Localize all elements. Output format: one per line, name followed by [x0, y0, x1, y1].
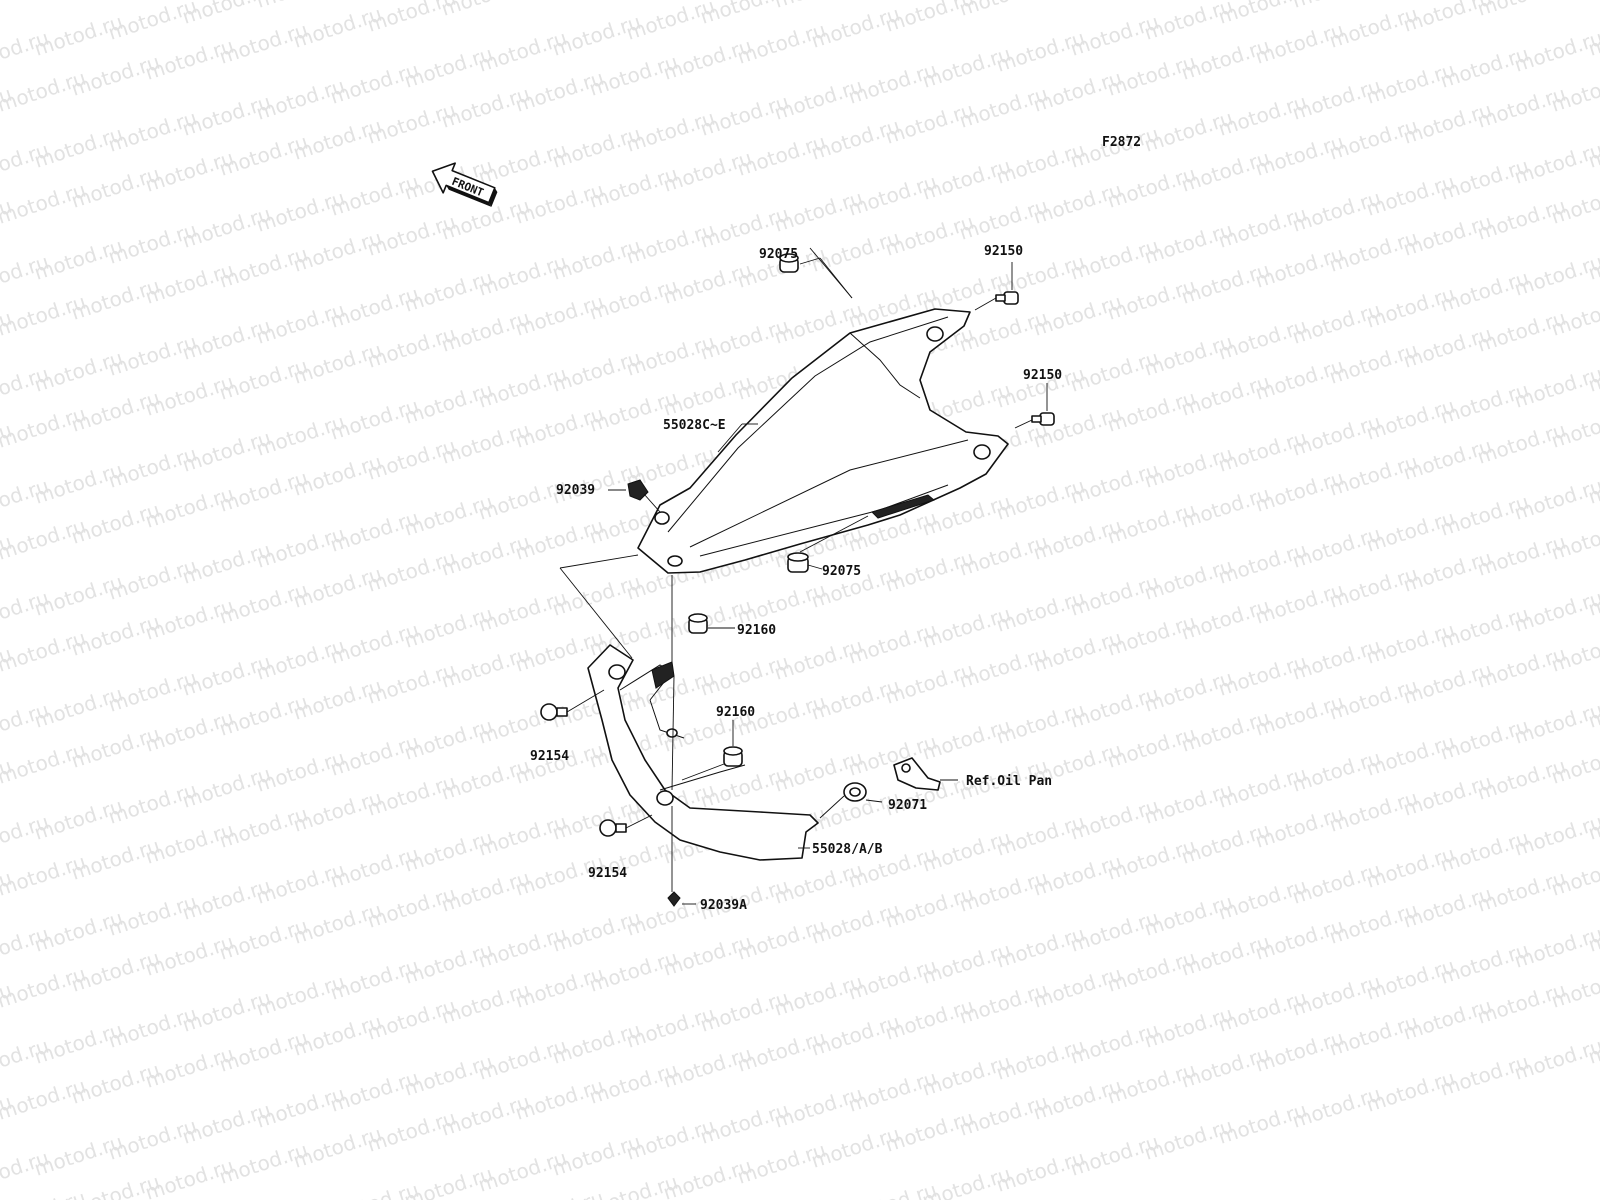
watermark-text: motod.ru [1511, 26, 1600, 77]
watermark-text: motod.ru [1548, 290, 1600, 341]
grommet-92160-a [688, 613, 708, 634]
watermark-text: motod.ru [771, 0, 866, 13]
watermark-text: motod.ru [1548, 514, 1600, 565]
label-92150-top: 92150 [984, 244, 1023, 259]
leader-lines [559, 247, 1048, 905]
label-92075-top: 92075 [759, 247, 798, 262]
watermark-text: motod.ru [1548, 738, 1600, 789]
watermark-text: motod.ru [771, 1194, 866, 1200]
bolt-92150-mid [1031, 412, 1055, 426]
label-55028c: 55028C~E [663, 418, 726, 433]
label-92160-b: 92160 [716, 705, 755, 720]
watermark-text: motod.ru [512, 0, 607, 5]
watermark-text: motod.ru [1511, 1034, 1600, 1085]
watermark-text: motod.ru [1548, 626, 1600, 677]
watermark-text: motod.ru [1548, 178, 1600, 229]
grommet-92075-top [779, 253, 799, 273]
watermark-text: motod.ru [1548, 402, 1600, 453]
watermark-text: motod.ru [1511, 922, 1600, 973]
watermark-text: motod.ru [1511, 586, 1600, 637]
watermark-text: motod.ru [1548, 66, 1600, 117]
figure-code: F2872 [1102, 135, 1141, 150]
watermark-text: motod.ru [1511, 474, 1600, 525]
watermark-text: motod.ru [1511, 250, 1600, 301]
clip-92039a [667, 891, 681, 907]
grommet-92071 [843, 782, 867, 802]
label-92154-b: 92154 [588, 866, 627, 881]
watermark-text: motod.ru [1289, 0, 1384, 13]
bolt-92150-top [995, 291, 1019, 305]
watermark-text: motod.ru [1548, 850, 1600, 901]
grommet-92160-b [723, 746, 743, 767]
label-92160-a: 92160 [737, 623, 776, 638]
part-labels: 92150 92075 92150 55028C~E 92039 92075 9… [530, 244, 1062, 913]
label-92039: 92039 [556, 483, 595, 498]
label-92039a: 92039A [700, 898, 747, 913]
label-ref-oil-pan: Ref.Oil Pan [966, 774, 1052, 789]
upper-cowl-part [637, 308, 1009, 574]
clip-92039 [627, 479, 649, 501]
watermark-text: motod.ru [1511, 138, 1600, 189]
grommet-92075-low [787, 552, 809, 573]
oil-pan-bracket [893, 757, 941, 791]
watermark-text: motod.ru [1548, 962, 1600, 1013]
front-arrow-icon: FRONT [431, 162, 498, 207]
watermark-text: motod.ru [1511, 810, 1600, 861]
watermark-text: motod.ru [253, 1194, 348, 1200]
watermark-text: motod.ru [1030, 0, 1125, 5]
label-92071: 92071 [888, 798, 927, 813]
lower-cowl-part [587, 644, 819, 861]
label-92154-a: 92154 [530, 749, 569, 764]
watermark-text: motod.ru [0, 0, 89, 5]
watermark-text: motod.ru [1511, 362, 1600, 413]
label-55028ab: 55028/A/B [812, 842, 883, 857]
label-92075-low: 92075 [822, 564, 861, 579]
label-92150-mid: 92150 [1023, 368, 1062, 383]
watermark-text: motod.ru [1548, 0, 1600, 5]
watermark-text: motod.ru [1511, 698, 1600, 749]
watermark-text: motod.ru [253, 0, 348, 13]
